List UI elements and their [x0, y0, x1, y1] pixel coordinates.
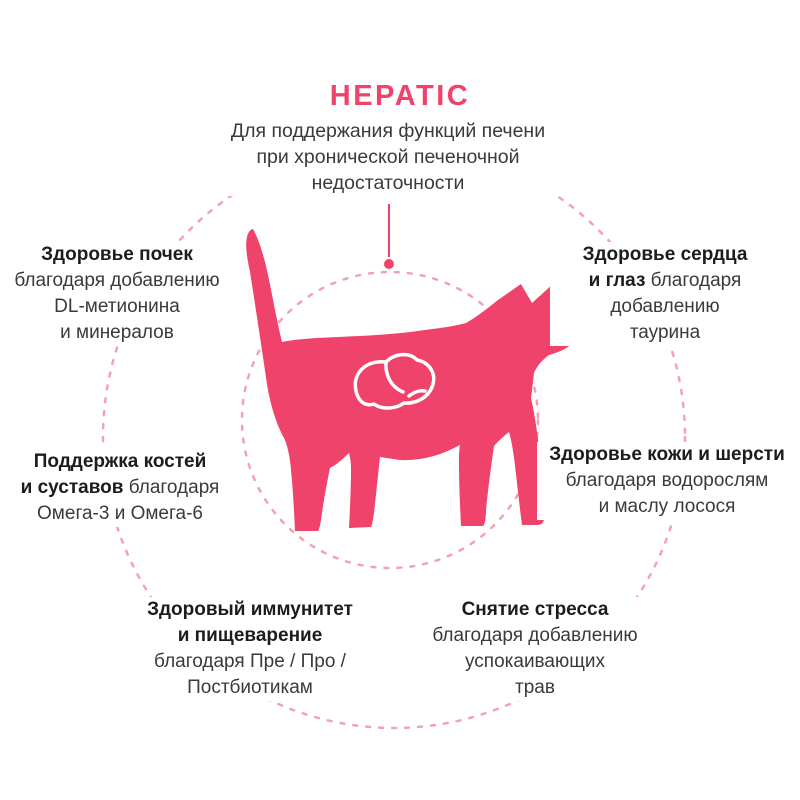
liver-icon — [353, 352, 436, 410]
outer-dashed-circle — [101, 144, 687, 730]
page-title: HEPATIC — [329, 80, 471, 112]
cat-silhouette-icon — [246, 229, 578, 531]
connector-dot — [384, 259, 394, 269]
inner-dashed-circle — [240, 270, 540, 570]
